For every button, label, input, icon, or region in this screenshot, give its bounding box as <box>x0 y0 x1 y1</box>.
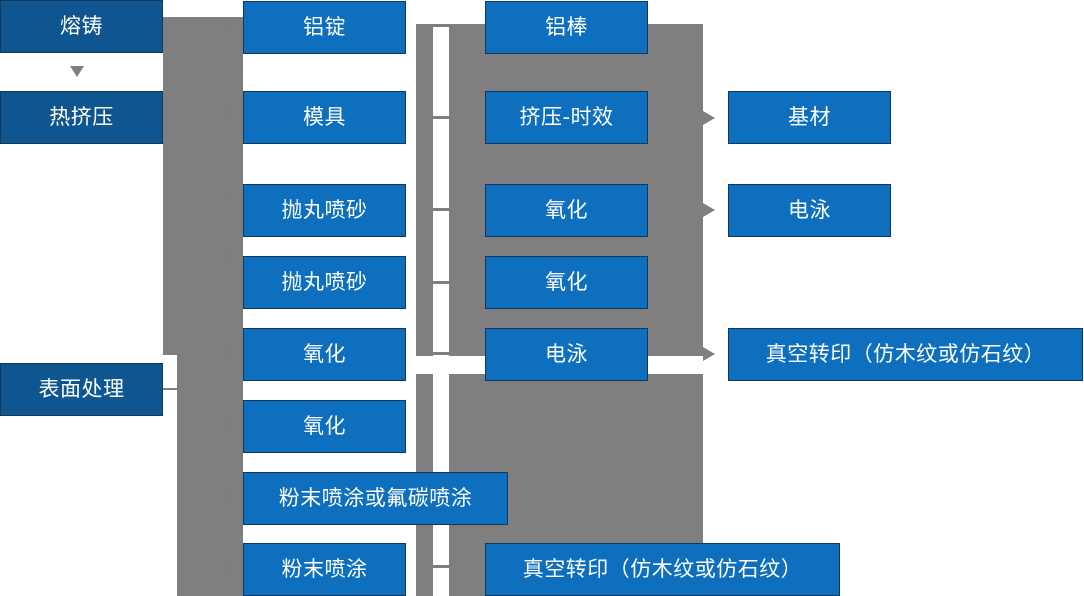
ladder-rail-left-a <box>416 24 433 356</box>
treatment-box-oxidation-1[interactable]: 氧化 <box>485 184 648 237</box>
stage-box-surface-treatment[interactable]: 表面处理 <box>0 363 163 416</box>
process-box-shot-blasting-2[interactable]: 抛丸喷砂 <box>243 256 406 309</box>
ladder-rung-1 <box>433 24 450 27</box>
trunk-arrow-2 <box>221 104 233 118</box>
block-arrow-1 <box>703 111 715 125</box>
trunk-left-upper <box>163 17 243 355</box>
ladder-rung-2 <box>433 116 450 119</box>
ladder-rung-3 <box>433 208 450 211</box>
trunk-arrow-8 <box>221 562 233 576</box>
trunk-arrow-1 <box>221 20 233 34</box>
stage-treatment-stub <box>163 388 179 390</box>
trunk-left-lower <box>177 355 243 596</box>
block-arrow-2 <box>703 203 715 217</box>
trunk-arrow-6 <box>221 418 233 432</box>
trunk-arrow-7 <box>221 490 233 504</box>
process-box-powder-or-fluorocarbon-coating[interactable]: 粉末喷涂或氟碳喷涂 <box>243 472 508 525</box>
ladder-rung-4 <box>433 281 450 284</box>
output-box-vacuum-transfer-printing[interactable]: 真空转印（仿木纹或仿石纹） <box>728 328 1083 381</box>
process-box-shot-blasting-1[interactable]: 抛丸喷砂 <box>243 184 406 237</box>
treatment-box-electrophoresis[interactable]: 电泳 <box>485 328 648 381</box>
stage-box-extrusion[interactable]: 热挤压 <box>0 91 163 144</box>
process-box-powder-coating[interactable]: 粉末喷涂 <box>243 543 406 596</box>
process-box-aluminum-ingot[interactable]: 铝锭 <box>243 1 406 54</box>
block-arrow-3 <box>703 347 715 361</box>
output-box-electrophoresis[interactable]: 电泳 <box>728 184 891 237</box>
ladder-rung-6 <box>433 565 450 568</box>
stage-down-arrow <box>70 66 84 77</box>
process-box-mold[interactable]: 模具 <box>243 91 406 144</box>
ladder-rung-5 <box>433 352 450 355</box>
trunk-arrow-5 <box>221 345 233 359</box>
stage-box-melting[interactable]: 熔铸 <box>0 0 163 53</box>
treatment-box-extrusion-aging[interactable]: 挤压-时效 <box>485 91 648 144</box>
trunk-arrow-3 <box>221 189 233 203</box>
process-box-oxidation-1[interactable]: 氧化 <box>243 328 406 381</box>
treatment-box-aluminum-bar[interactable]: 铝棒 <box>485 1 648 54</box>
output-box-substrate[interactable]: 基材 <box>728 91 891 144</box>
treatment-box-oxidation-2[interactable]: 氧化 <box>485 256 648 309</box>
process-box-oxidation-2[interactable]: 氧化 <box>243 400 406 453</box>
trunk-arrow-4 <box>221 250 233 264</box>
treatment-box-vacuum-transfer-printing[interactable]: 真空转印（仿木纹或仿石纹） <box>485 543 840 596</box>
